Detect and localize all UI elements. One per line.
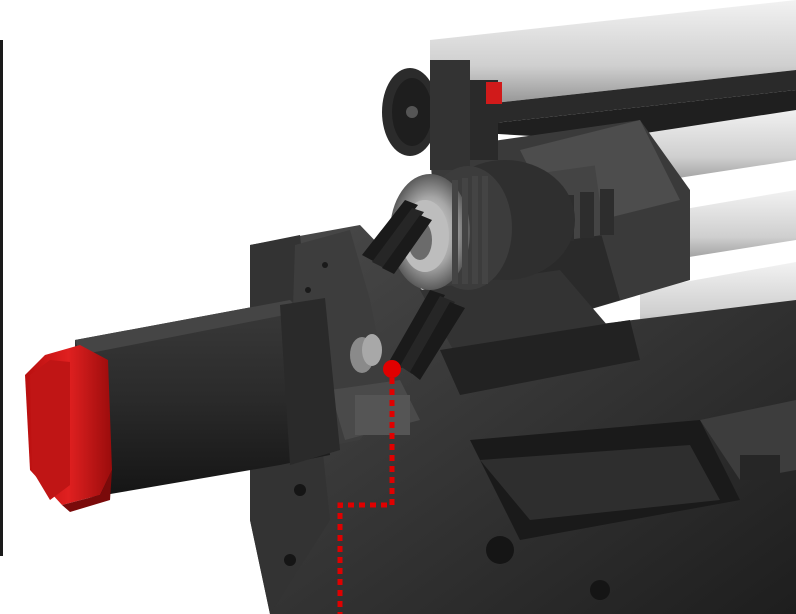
machine-base — [250, 225, 796, 614]
spindle-icon — [390, 160, 575, 290]
callout-marker-icon — [337, 360, 401, 614]
motor-icon — [25, 298, 340, 512]
pulley-icon — [382, 60, 502, 170]
image-left-edge — [0, 40, 3, 556]
belt-icon — [362, 200, 465, 380]
